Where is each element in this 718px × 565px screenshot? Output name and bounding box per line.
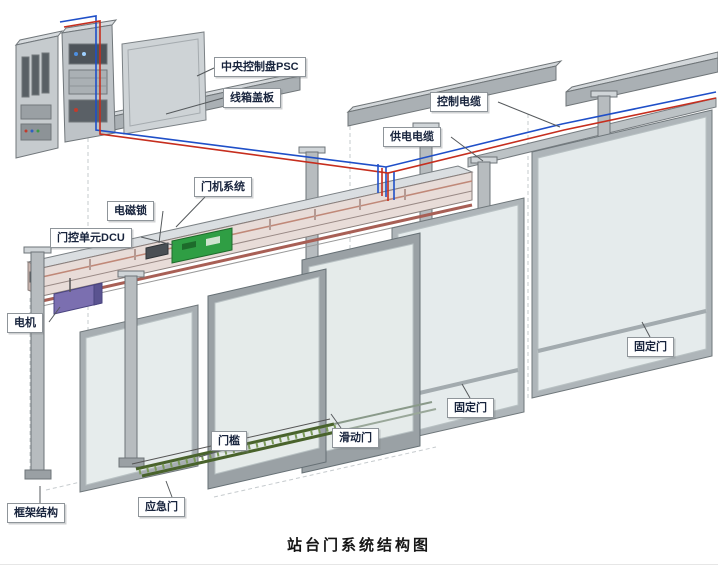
dcu-board <box>171 227 233 264</box>
cabinet-panel <box>20 123 52 141</box>
cabinet-display <box>68 43 108 65</box>
beam-brackets <box>89 189 406 270</box>
cabinet-panel <box>68 99 108 123</box>
indicator-light <box>24 129 28 133</box>
cover-strip-front <box>565 57 718 107</box>
cable-tray <box>467 97 717 168</box>
post-base <box>24 469 52 480</box>
indicator-light <box>30 129 34 133</box>
beam-belt-rail <box>41 203 473 303</box>
label-sliding-door: 滑动门 <box>332 428 379 448</box>
label-box-cover: 线箱盖板 <box>223 88 281 108</box>
label-dcu: 门控单元DCU <box>50 228 132 248</box>
indicator-light <box>82 52 86 56</box>
fixed-door-mid <box>391 197 525 443</box>
label-emergency-door: 应急门 <box>138 497 185 517</box>
motor <box>53 278 103 315</box>
power-cable-red <box>63 20 717 174</box>
door-panels <box>79 109 713 493</box>
emergency-door <box>79 304 199 493</box>
label-magnetic-lock: 电磁锁 <box>107 201 154 221</box>
indicator-light <box>74 108 78 112</box>
indicator-light <box>36 129 40 133</box>
label-power-cable: 供电电缆 <box>383 127 441 147</box>
cables <box>59 15 717 201</box>
control-cable-blue <box>59 15 717 168</box>
sliding-door-right <box>301 232 421 474</box>
label-fixed-door-mid: 固定门 <box>447 398 494 418</box>
door-mullion <box>537 309 707 353</box>
fixed-door-right <box>531 109 713 399</box>
indicator-light <box>74 52 78 56</box>
leader-lines <box>39 67 651 503</box>
label-motor: 电机 <box>7 313 43 333</box>
label-frame-structure: 框架结构 <box>7 503 65 523</box>
label-fixed-door-right: 固定门 <box>627 337 674 357</box>
cabinet-panel <box>68 69 108 95</box>
cabinet-slot <box>31 54 40 96</box>
support-posts-front <box>23 246 145 480</box>
cabinet-slot <box>41 52 50 94</box>
label-door-sill: 门槛 <box>211 431 247 451</box>
cabinet-panel <box>20 104 52 120</box>
label-control-cable: 控制电缆 <box>430 92 488 112</box>
psc-panel <box>121 31 207 135</box>
post <box>124 275 138 465</box>
motor-endcap <box>93 282 103 306</box>
magnetic-lock <box>145 242 169 260</box>
label-central-control-panel: 中央控制盘PSC <box>214 57 306 77</box>
diagram-title: 站台门系统结构图 <box>286 537 431 554</box>
control-cabinets <box>14 19 118 159</box>
cabinet-slot <box>21 56 30 98</box>
label-door-machine: 门机系统 <box>194 177 252 197</box>
post <box>30 251 45 477</box>
post-base <box>118 457 145 468</box>
